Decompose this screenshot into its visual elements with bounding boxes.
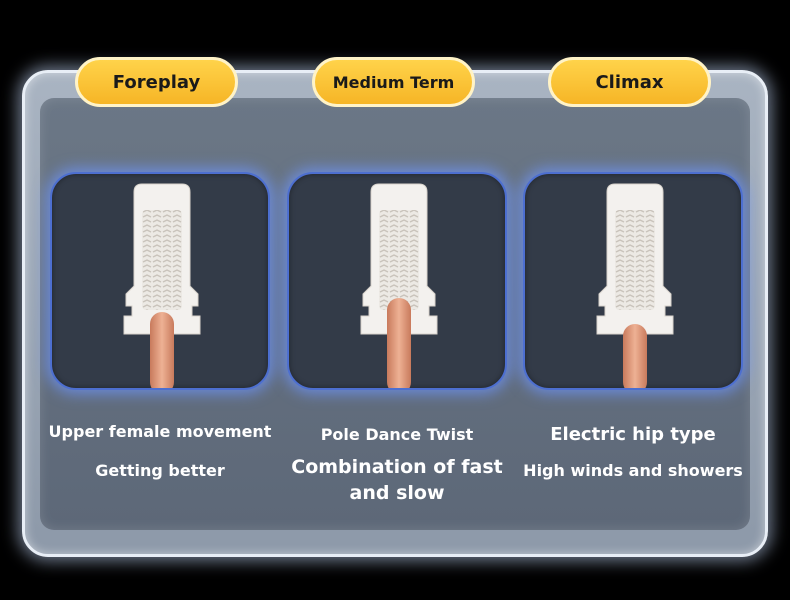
caption-secondary-medium-term: Combination of fast and slow bbox=[291, 456, 503, 504]
stage-card-foreplay: Foreplay Upper female movement Getting b… bbox=[49, 0, 271, 480]
caption-primary-climax: Electric hip type bbox=[550, 424, 716, 445]
stage-image-climax bbox=[523, 172, 743, 390]
caption-primary-medium-term: Pole Dance Twist bbox=[320, 425, 474, 444]
caption-secondary-foreplay: Getting better bbox=[95, 461, 225, 480]
caption-secondary-climax: High winds and showers bbox=[523, 461, 743, 480]
sleeve-device-icon bbox=[123, 183, 201, 388]
stage-image-foreplay bbox=[50, 172, 270, 390]
stage-label-climax: Climax bbox=[548, 57, 711, 107]
sleeve-device-icon bbox=[360, 183, 438, 388]
stage-label-medium-term: Medium Term bbox=[312, 57, 475, 107]
caption-primary-foreplay: Upper female movement bbox=[48, 422, 272, 441]
stage-card-climax: Climax Electric hip type High winds and … bbox=[523, 0, 743, 480]
stage-label-foreplay: Foreplay bbox=[75, 57, 238, 107]
stage-image-medium-term bbox=[287, 172, 507, 390]
sleeve-device-icon bbox=[596, 183, 674, 388]
stage-card-medium-term: Medium Term Pole Dance Twist Combination… bbox=[287, 0, 507, 504]
